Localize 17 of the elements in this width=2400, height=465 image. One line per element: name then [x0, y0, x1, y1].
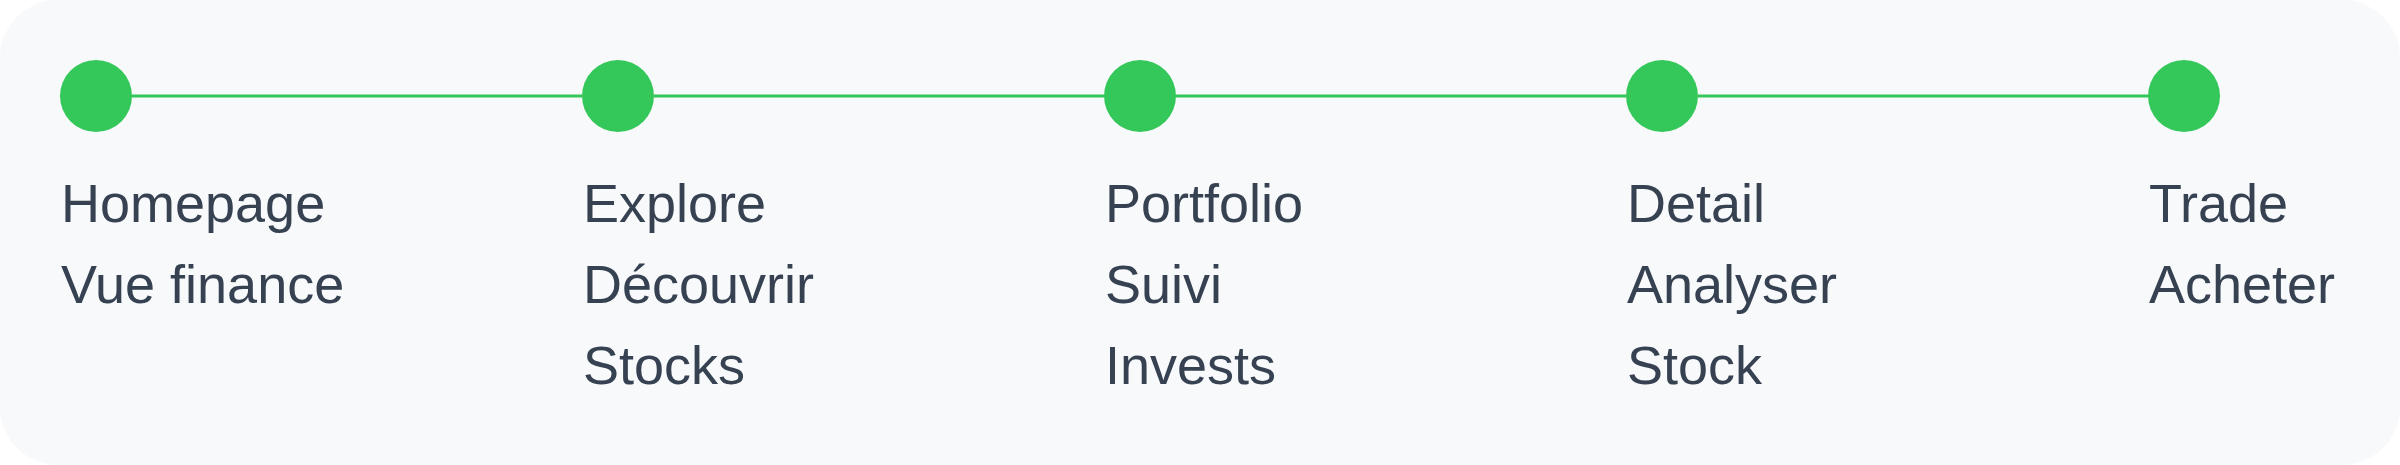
- connector-line: [654, 94, 1104, 98]
- connector-line: [132, 94, 582, 98]
- connector-line: [1176, 94, 1626, 98]
- step-label: Stocks: [583, 334, 746, 397]
- step-label: Suivi: [1105, 253, 1223, 316]
- step-label: Portfolio: [1105, 172, 1304, 235]
- step-label: Acheter: [2149, 253, 2336, 316]
- step-label: Explore: [583, 172, 767, 235]
- step-label: Invests: [1105, 334, 1277, 397]
- step-label: Vue finance: [61, 253, 345, 316]
- step-label: Trade: [2149, 172, 2289, 235]
- connector-line: [1698, 94, 2148, 98]
- step-label: Découvrir: [583, 253, 815, 316]
- step-label: Stock: [1627, 334, 1763, 397]
- step-label: Homepage: [61, 172, 326, 235]
- step-label: Analyser: [1627, 253, 1838, 316]
- step-label: Detail: [1627, 172, 1766, 235]
